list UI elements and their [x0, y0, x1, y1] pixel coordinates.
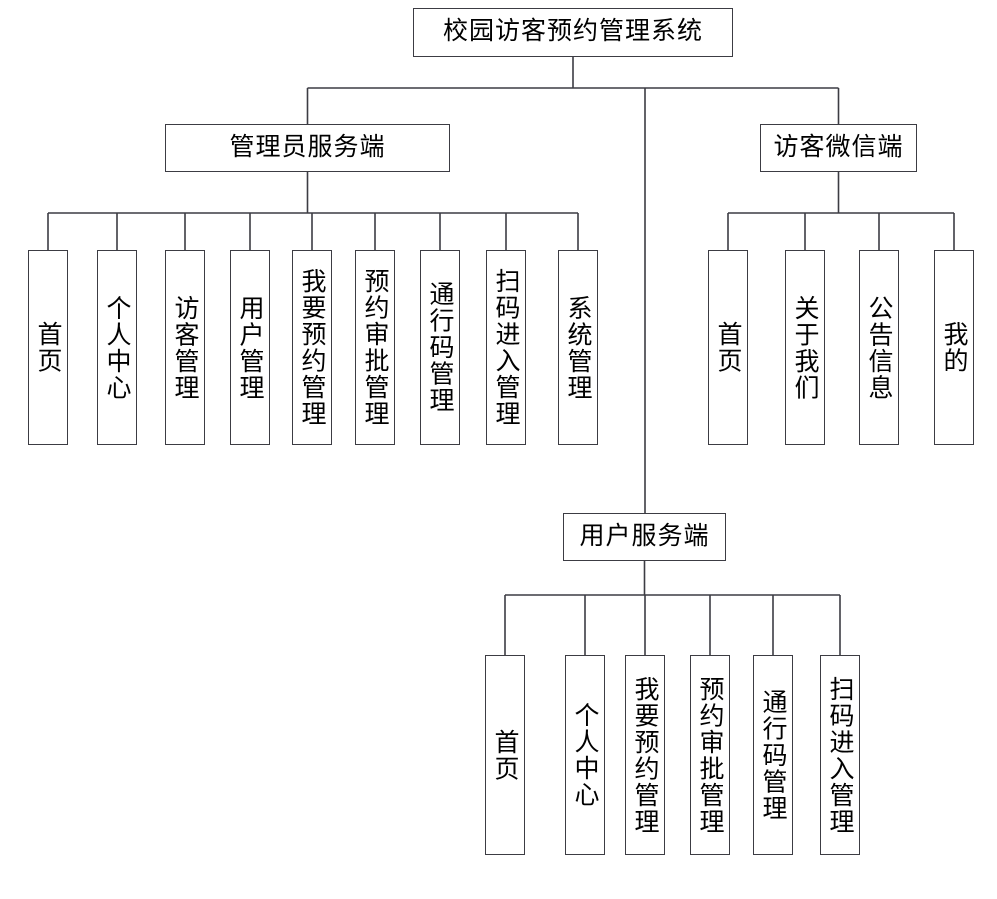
leaf-node-user-4[interactable]: 通行码管理: [753, 655, 793, 855]
branch-node-admin-label: 管理员服务端: [229, 132, 386, 161]
leaf-node-admin-8-label: 系统管理: [564, 294, 592, 401]
leaf-node-admin-6[interactable]: 通行码管理: [420, 250, 460, 445]
root-node-label: 校园访客预约管理系统: [442, 17, 703, 45]
leaf-node-admin-3-label: 用户管理: [236, 294, 264, 401]
leaf-node-admin-6-label: 通行码管理: [426, 281, 454, 414]
branch-node-wechat[interactable]: 访客微信端: [760, 124, 917, 172]
leaf-node-user-2-label: 我要预约管理: [631, 675, 659, 835]
leaf-node-user-0[interactable]: 首页: [485, 655, 525, 855]
leaf-node-wechat-0-label: 首页: [714, 321, 742, 374]
leaf-node-wechat-2-label: 公告信息: [865, 294, 893, 401]
leaf-node-admin-1[interactable]: 个人中心: [97, 250, 137, 445]
root-node[interactable]: 校园访客预约管理系统: [413, 8, 733, 57]
leaf-node-admin-7-label: 扫码进入管理: [492, 268, 520, 427]
leaf-node-admin-4-label: 我要预约管理: [298, 268, 326, 427]
leaf-node-admin-2-label: 访客管理: [171, 294, 199, 401]
leaf-node-wechat-1[interactable]: 关于我们: [785, 250, 825, 445]
leaf-node-user-1[interactable]: 个人中心: [565, 655, 605, 855]
leaf-node-user-3[interactable]: 预约审批管理: [690, 655, 730, 855]
leaf-node-wechat-2[interactable]: 公告信息: [859, 250, 899, 445]
leaf-node-admin-0-label: 首页: [34, 321, 62, 374]
leaf-node-admin-3[interactable]: 用户管理: [230, 250, 270, 445]
leaf-node-wechat-3-label: 我的: [940, 321, 968, 374]
branch-node-wechat-label: 访客微信端: [773, 132, 904, 161]
leaf-node-admin-4[interactable]: 我要预约管理: [292, 250, 332, 445]
leaf-node-admin-1-label: 个人中心: [103, 294, 131, 401]
leaf-node-admin-8[interactable]: 系统管理: [558, 250, 598, 445]
leaf-node-user-2[interactable]: 我要预约管理: [625, 655, 665, 855]
leaf-node-user-3-label: 预约审批管理: [696, 675, 724, 835]
leaf-node-user-4-label: 通行码管理: [759, 688, 787, 822]
leaf-node-admin-0[interactable]: 首页: [28, 250, 68, 445]
leaf-node-user-5-label: 扫码进入管理: [826, 675, 854, 835]
leaf-node-wechat-0[interactable]: 首页: [708, 250, 748, 445]
branch-node-user[interactable]: 用户服务端: [563, 513, 726, 561]
leaf-node-admin-5-label: 预约审批管理: [361, 268, 389, 427]
leaf-node-user-0-label: 首页: [491, 728, 519, 782]
branch-node-admin[interactable]: 管理员服务端: [165, 124, 450, 172]
leaf-node-user-1-label: 个人中心: [571, 702, 599, 808]
leaf-node-admin-2[interactable]: 访客管理: [165, 250, 205, 445]
branch-node-user-label: 用户服务端: [579, 521, 710, 550]
leaf-node-wechat-1-label: 关于我们: [791, 294, 819, 401]
leaf-node-admin-7[interactable]: 扫码进入管理: [486, 250, 526, 445]
leaf-node-wechat-3[interactable]: 我的: [934, 250, 974, 445]
leaf-node-admin-5[interactable]: 预约审批管理: [355, 250, 395, 445]
leaf-node-user-5[interactable]: 扫码进入管理: [820, 655, 860, 855]
